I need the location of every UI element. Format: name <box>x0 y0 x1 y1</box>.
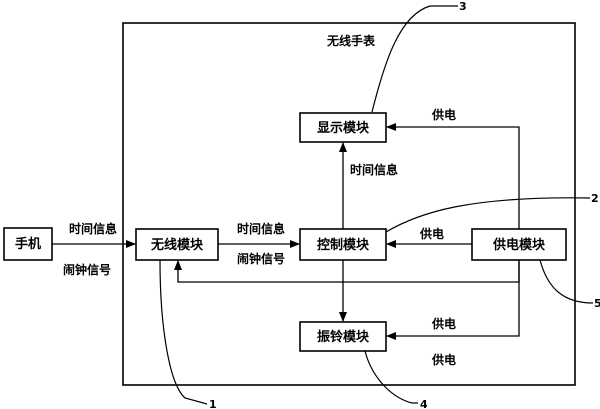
power-ringer-label: 供电 <box>431 316 456 331</box>
wireless-time-info-label: 时间信息 <box>237 221 285 236</box>
wireless-watch-title: 无线手表 <box>326 33 376 48</box>
wireless-watch-frame <box>122 22 576 386</box>
reference-number-3: 3 <box>459 0 467 13</box>
control-display-time-info-label: 时间信息 <box>350 162 398 177</box>
power-control-label: 供电 <box>419 226 444 241</box>
power-wireless-label: 供电 <box>431 352 456 367</box>
reference-number-1: 1 <box>209 398 217 409</box>
ringer-module-label: 振铃模块 <box>317 329 370 345</box>
power-module-label: 供电模块 <box>492 237 546 253</box>
leader-line-1 <box>159 259 208 405</box>
leader-line-3 <box>371 5 458 113</box>
display-module-box <box>299 112 387 143</box>
leader-line-5 <box>539 259 594 304</box>
phone-alarm-signal-label: 闹钟信号 <box>63 262 111 277</box>
wireless-alarm-signal-label: 闹钟信号 <box>237 251 285 266</box>
power-display-label: 供电 <box>431 107 456 122</box>
leader-line-2 <box>385 197 591 233</box>
control-module-block: 控制模块 <box>299 228 387 261</box>
reference-number-4: 4 <box>420 398 428 409</box>
power-to-wireless-arrow <box>174 260 520 283</box>
leader-line-4 <box>364 350 418 404</box>
ringer-module-block: 振铃模块 <box>299 321 387 352</box>
reference-number-2: 2 <box>591 192 599 205</box>
reference-number-5: 5 <box>594 297 600 310</box>
control-module-label: 控制模块 <box>317 237 370 253</box>
power-to-ringer-arrow <box>386 260 520 340</box>
wireless-module-block: 无线模块 <box>135 228 219 261</box>
ringer-module-box <box>299 321 387 352</box>
phone-label: 手机 <box>15 236 41 252</box>
display-module-label: 显示模块 <box>317 120 370 136</box>
display-module-block: 显示模块 <box>299 112 387 143</box>
phone-block: 手机 <box>3 227 53 261</box>
power-to-display-arrow <box>386 123 520 229</box>
phone-time-info-label: 时间信息 <box>69 221 117 236</box>
wireless-module-label: 无线模块 <box>150 237 204 253</box>
phone-box <box>3 227 53 261</box>
power-module-block: 供电模块 <box>471 228 567 261</box>
